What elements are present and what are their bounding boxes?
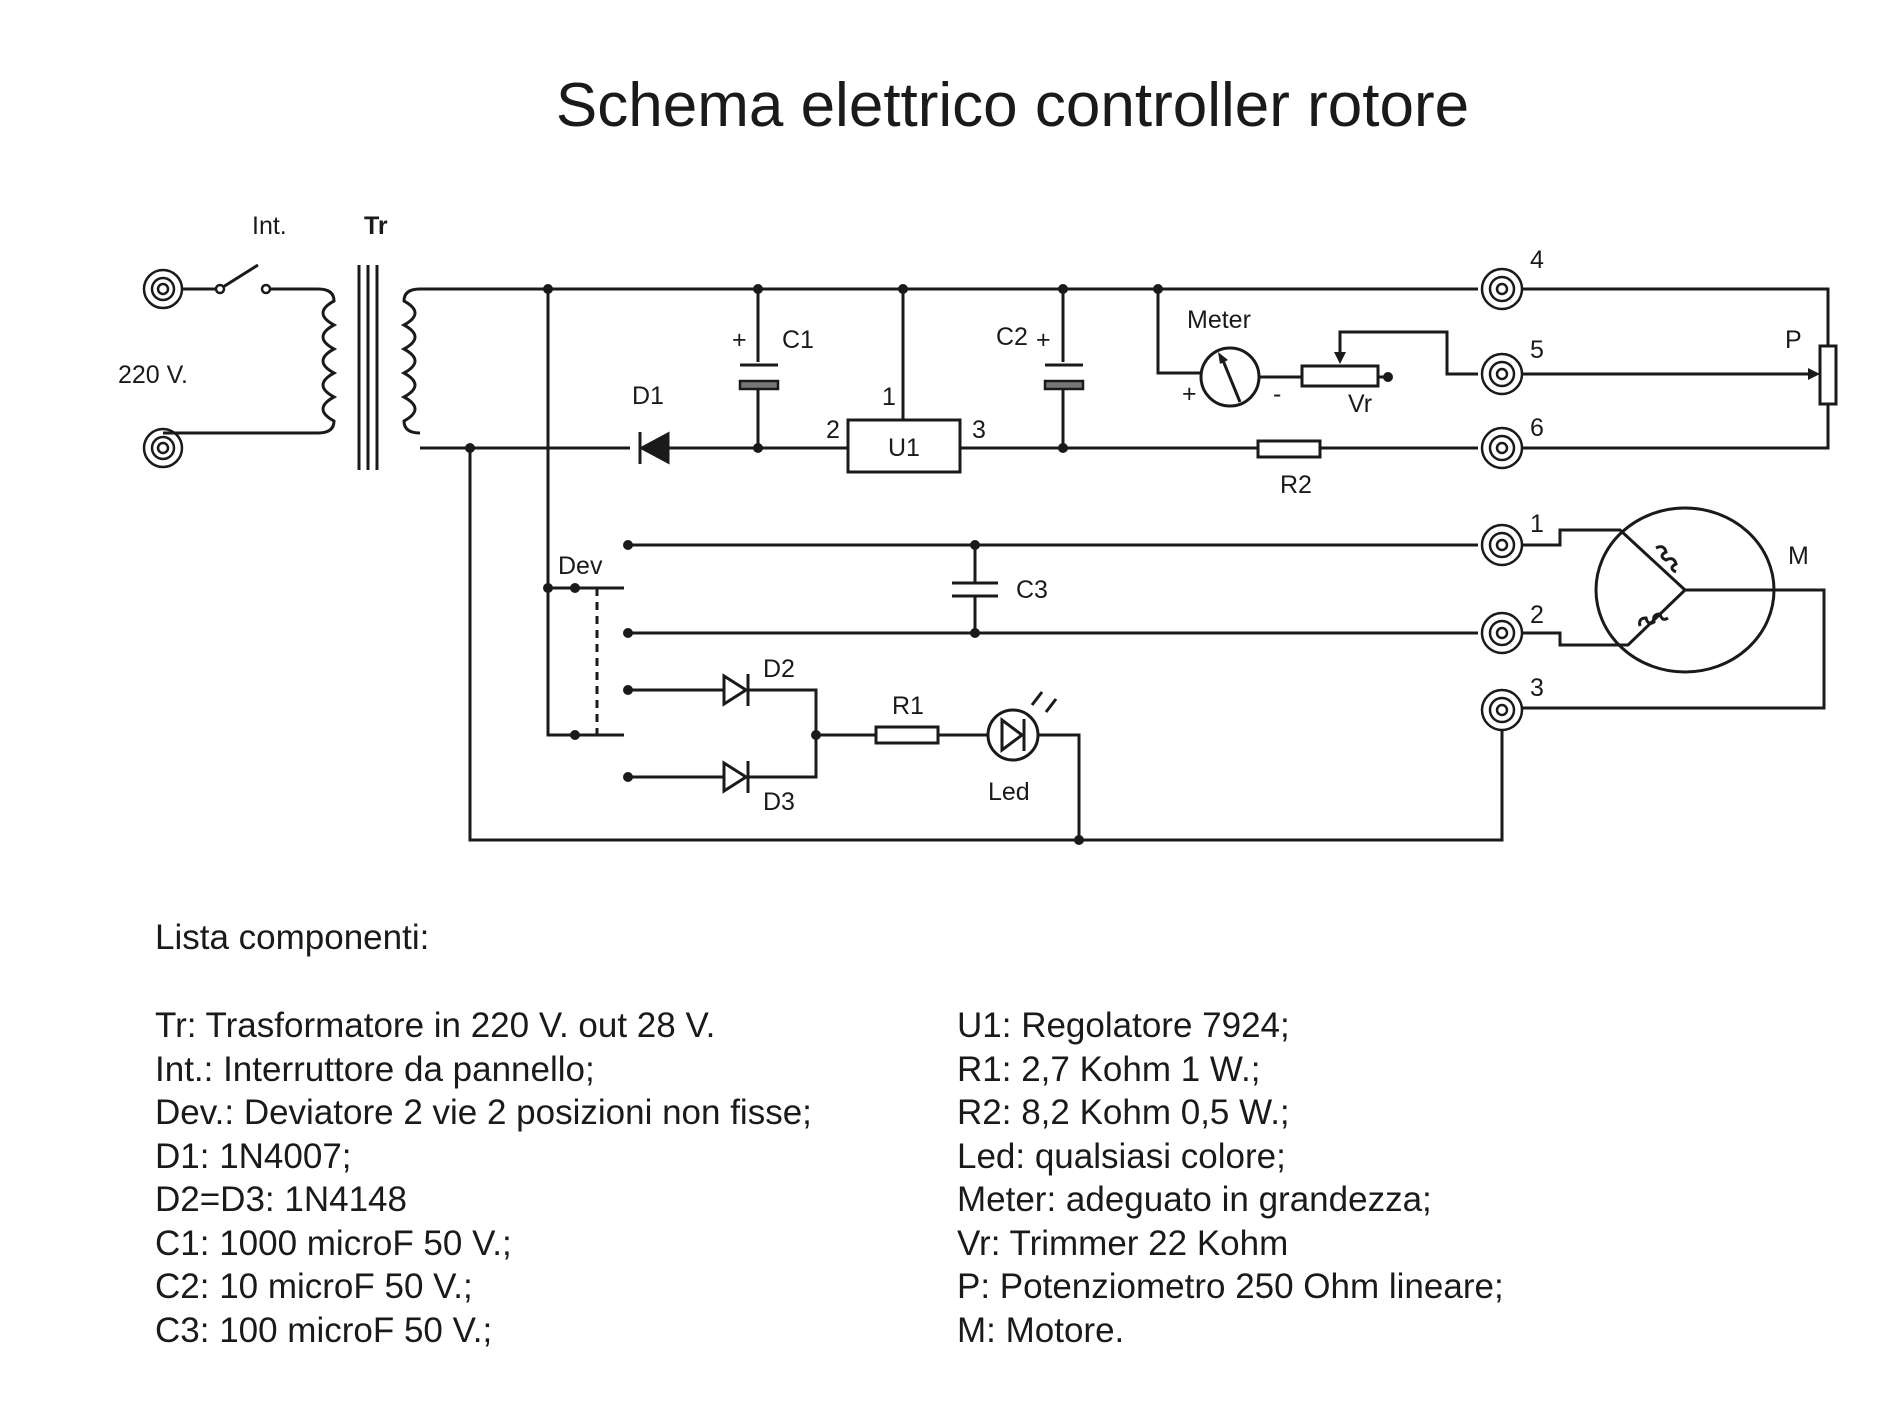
u1-pin1: 1: [882, 383, 896, 411]
parts-list-item: Tr: Trasformatore in 220 V. out 28 V.: [155, 1006, 716, 1045]
mains-terminal-bottom: [142, 427, 184, 469]
parts-list-left: Tr: Trasformatore in 220 V. out 28 V. Int…: [155, 1004, 812, 1352]
power-switch: [182, 263, 318, 295]
parts-list-item: R2: 8,2 Kohm 0,5 W.;: [957, 1093, 1290, 1132]
regulator-u1: [846, 289, 1478, 474]
parts-list-item: D1: 1N4007;: [155, 1136, 352, 1176]
meter-label: Meter: [1187, 306, 1251, 334]
vr-label: Vr: [1348, 390, 1372, 418]
terminal-1: [1480, 523, 1524, 567]
led: [986, 691, 1081, 840]
terminal-5: [1480, 352, 1524, 396]
parts-list-item: Led: qualsiasi colore;: [957, 1136, 1286, 1176]
diode-d2: [628, 673, 818, 779]
parts-list-item: U1: Regolatore 7924;: [957, 1006, 1290, 1045]
parts-list-item: C3: 100 microF 50 V.;: [155, 1310, 493, 1350]
resistor-r1: [816, 725, 988, 745]
term4-label: 4: [1530, 246, 1544, 274]
c2-label: C2: [996, 323, 1028, 351]
d2-label: D2: [763, 655, 795, 683]
potentiometer-p: [1522, 287, 1838, 450]
parts-list-item: C2: 10 microF 50 V.;: [155, 1267, 473, 1306]
parts-list-item: D2=D3: 1N4148: [155, 1180, 407, 1219]
term2-label: 2: [1530, 601, 1544, 629]
capacitor-c3: [952, 540, 998, 638]
parts-list-heading: Lista componenti:: [155, 918, 430, 957]
u1-pin3: 3: [972, 416, 986, 444]
terminal-6: [1480, 426, 1524, 470]
terminal-3: [1480, 688, 1524, 732]
circuit-schematic: 220 V. Int. Tr D1 + C1 U1: [118, 212, 1838, 845]
terminal-4: [1480, 267, 1524, 311]
mains-terminal-top: [142, 268, 184, 310]
m-label: M: [1788, 542, 1809, 570]
term5-label: 5: [1530, 336, 1544, 364]
mains-voltage-label: 220 V.: [118, 361, 188, 389]
parts-list-right: U1: Regolatore 7924; R1: 2,7 Kohm 1 W.; R2…: [957, 1004, 1504, 1352]
parts-list-item: Vr: Trimmer 22 Kohm: [957, 1223, 1289, 1263]
switch-dev: [570, 540, 633, 782]
parts-list-item: Int.: Interruttore da pannello;: [155, 1049, 595, 1089]
c3-label: C3: [1016, 576, 1048, 604]
parts-list-item: M: Motore.: [957, 1310, 1125, 1350]
meter-minus: -: [1273, 380, 1281, 408]
u1-pin2: 2: [826, 416, 840, 444]
term6-label: 6: [1530, 414, 1544, 442]
motor-m: [1522, 506, 1826, 710]
r2-label: R2: [1280, 471, 1312, 499]
term1-label: 1: [1530, 510, 1544, 538]
meter: [1156, 289, 1302, 408]
c2-plus: +: [1036, 326, 1051, 354]
meter-plus: +: [1182, 380, 1197, 408]
c1-plus: +: [732, 326, 747, 354]
parts-list-item: R1: 2,7 Kohm 1 W.;: [957, 1049, 1261, 1089]
trimmer-vr: [1300, 330, 1478, 388]
parts-list-item: C1: 1000 microF 50 V.;: [155, 1223, 512, 1263]
diode-d3: [628, 760, 750, 794]
led-label: Led: [988, 778, 1030, 806]
c1-label: C1: [782, 326, 814, 354]
resistor-r2: [1256, 439, 1322, 459]
parts-list-item: P: Potenziometro 250 Ohm lineare;: [957, 1267, 1504, 1306]
capacitor-c1: [738, 289, 780, 448]
parts-list-item: Meter: adeguato in grandezza;: [957, 1180, 1432, 1219]
p-label: P: [1785, 326, 1802, 354]
capacitor-c2: [1043, 289, 1085, 448]
d3-label: D3: [763, 788, 795, 816]
switch-label: Int.: [252, 212, 287, 240]
diagram-title: Schema elettrico controller rotore: [555, 71, 1470, 140]
diode-d1: [638, 431, 848, 465]
dev-label: Dev: [558, 552, 603, 580]
transformer: [163, 265, 421, 470]
terminal-2: [1480, 611, 1524, 655]
term3-label: 3: [1530, 674, 1544, 702]
d1-label: D1: [632, 382, 664, 410]
parts-list-item: Dev.: Deviatore 2 vie 2 posizioni non fi…: [155, 1093, 812, 1132]
transformer-label: Tr: [364, 212, 388, 240]
r1-label: R1: [892, 692, 924, 720]
u1-label: U1: [888, 434, 920, 462]
